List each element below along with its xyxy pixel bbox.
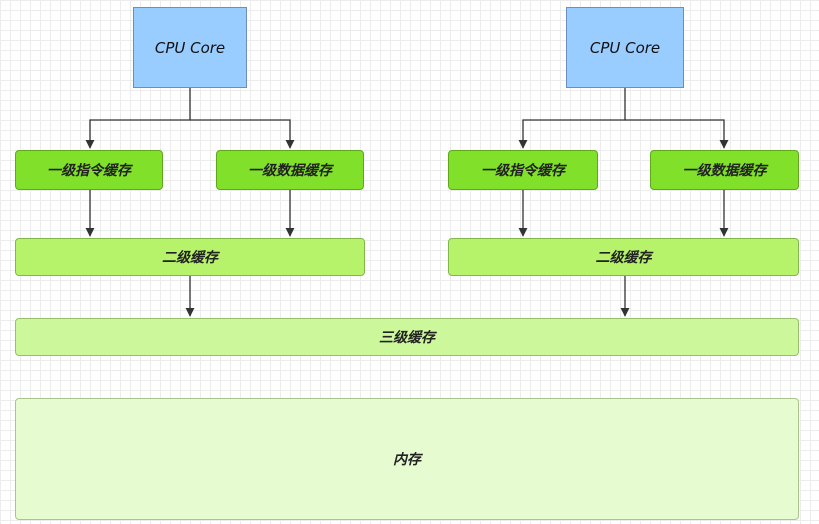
cpu-core-box-2: CPU Core xyxy=(566,7,684,88)
l2-label-1: 二级缓存 xyxy=(162,250,218,266)
l2-cache-2: 二级缓存 xyxy=(448,238,799,276)
l1-data-cache-2: 一级数据缓存 xyxy=(650,150,799,190)
core-2-connectors xyxy=(518,88,729,317)
memory-label: 内存 xyxy=(393,452,421,468)
l1-instruction-cache-2: 一级指令缓存 xyxy=(448,150,598,190)
cpu-core-box-1: CPU Core xyxy=(133,7,247,88)
cpu-core-label-2: CPU Core xyxy=(589,38,661,57)
core2-to-l1i-arrow xyxy=(518,88,626,149)
l1-data-cache-1: 一级数据缓存 xyxy=(216,150,364,190)
core1-to-l1d-arrow xyxy=(190,119,295,149)
l2-cache-1: 二级缓存 xyxy=(15,238,365,276)
l1-instruction-cache-1: 一级指令缓存 xyxy=(15,150,163,190)
l1-instruction-label-1: 一级指令缓存 xyxy=(47,163,131,179)
cpu-core-label-1: CPU Core xyxy=(154,38,226,57)
main-memory: 内存 xyxy=(15,398,799,520)
l1-data-label-2: 一级数据缓存 xyxy=(682,163,767,179)
core-1-connectors xyxy=(85,88,295,317)
core2-to-l1d-arrow xyxy=(625,119,729,149)
core1-to-l1i-arrow xyxy=(85,88,191,149)
l1-data-label-1: 一级数据缓存 xyxy=(248,163,332,179)
l3-label: 三级缓存 xyxy=(379,330,435,346)
l3-cache: 三级缓存 xyxy=(15,318,799,356)
l2-label-2: 二级缓存 xyxy=(595,250,652,266)
l1-instruction-label-2: 一级指令缓存 xyxy=(481,163,565,179)
